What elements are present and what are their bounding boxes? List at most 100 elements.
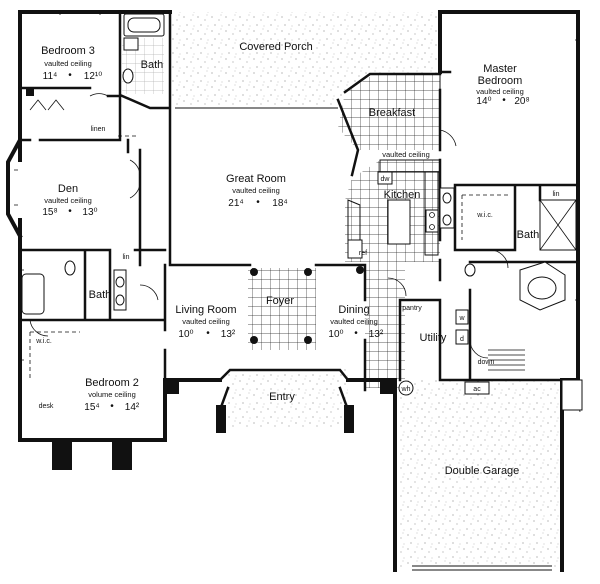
- master-shower-x: [539, 199, 577, 251]
- living-room-dim2: 13²: [221, 329, 236, 340]
- foyer-tile: [248, 268, 316, 350]
- double-garage-label: Double Garage: [445, 465, 520, 477]
- bedroom2-dim2: 14²: [125, 402, 140, 413]
- dining-dim2: 13²: [369, 329, 384, 340]
- den-ceiling: vaulted ceiling: [44, 196, 92, 205]
- great-room-dim1: 21⁴: [228, 198, 243, 209]
- door-master: [439, 129, 457, 147]
- column: [344, 405, 354, 433]
- door-utility: [469, 339, 489, 359]
- bath-top-label: Bath: [141, 59, 164, 71]
- washer: [455, 309, 469, 325]
- lin-master-label: lin: [552, 191, 559, 198]
- column: [250, 336, 258, 344]
- column: [250, 268, 258, 276]
- kitchen-island: [387, 199, 411, 245]
- dining-ceiling: vaulted ceiling: [330, 317, 378, 326]
- bedroom2-bullet: •: [110, 401, 114, 412]
- tub-left: [21, 273, 45, 315]
- master-tub-basin: [527, 276, 557, 300]
- kitchen-tile: [345, 160, 440, 388]
- vanity-top: [123, 37, 139, 51]
- pantry-label: pantry: [402, 305, 422, 312]
- stove-burner: [429, 212, 435, 218]
- column: [216, 405, 226, 433]
- dishwasher-box: [377, 171, 393, 185]
- column: [165, 380, 179, 394]
- bedroom3-bullet: •: [68, 70, 72, 81]
- bedroom3-ceiling: vaulted ceiling: [44, 59, 92, 68]
- great-room-bullet: •: [256, 197, 260, 208]
- master-bullet: •: [502, 95, 506, 106]
- kitchen-ceiling: vaulted ceiling: [382, 150, 430, 159]
- den-label: Den: [58, 183, 78, 195]
- down-label: down: [478, 359, 495, 366]
- utility-label: Utility: [420, 332, 447, 344]
- den-bullet: •: [68, 206, 72, 217]
- dryer-label: d: [460, 336, 464, 343]
- bedroom3-label: Bedroom 3: [41, 45, 95, 57]
- bedroom3-dim1: 11⁴: [43, 71, 58, 82]
- entry-floor: [228, 368, 348, 430]
- sink-left: [115, 276, 125, 288]
- kitchen-angled-walls: [336, 72, 442, 177]
- sink-left2: [115, 294, 125, 306]
- bedroom2-dim1: 15⁴: [84, 402, 99, 413]
- ac-label: ac: [473, 386, 481, 393]
- living-room-ceiling: vaulted ceiling: [182, 317, 230, 326]
- master-label-2: Bedroom: [478, 75, 523, 87]
- column: [52, 440, 72, 470]
- column: [304, 336, 312, 344]
- ac-unit: [464, 381, 490, 395]
- covered-porch-label: Covered Porch: [239, 41, 312, 53]
- dw-label: dw: [381, 176, 391, 183]
- wic-shelves: [29, 194, 508, 380]
- stove: [425, 209, 439, 233]
- living-room-dim1: 10⁰: [178, 329, 193, 340]
- master-dim2: 20⁸: [514, 96, 529, 107]
- wic-bed2-label: w.i.c.: [35, 338, 52, 345]
- master-toilet: [464, 263, 476, 277]
- interior-walls: [18, 10, 580, 392]
- wh-label: wh: [401, 386, 411, 393]
- fridge: [347, 239, 363, 259]
- garage-steps: [488, 349, 525, 371]
- door-bed2: [29, 319, 49, 337]
- living-room-label: Living Room: [175, 304, 236, 316]
- shower-top: [127, 17, 161, 33]
- windows: [14, 12, 578, 361]
- dryer: [455, 329, 469, 345]
- column: [112, 440, 132, 470]
- column: [304, 268, 312, 276]
- stove-burner: [429, 224, 435, 230]
- breakfast-tile: [338, 74, 440, 150]
- desk-label: desk: [39, 403, 54, 410]
- master-sink2: [442, 214, 452, 226]
- master-label-1: Master: [483, 63, 517, 75]
- great-room-ceiling: vaulted ceiling: [232, 186, 280, 195]
- door-bedroom3: [89, 93, 109, 97]
- great-room-dim2: 18⁴: [272, 198, 287, 209]
- master-ceiling: vaulted ceiling: [476, 87, 524, 96]
- dining-dim1: 10⁰: [328, 329, 343, 340]
- bedroom2-ceiling: volume ceiling: [88, 390, 136, 399]
- ref-label: ref: [359, 250, 367, 257]
- foyer-label: Foyer: [266, 295, 294, 307]
- kitchen-label: Kitchen: [384, 189, 421, 201]
- breakfast-label: Breakfast: [369, 107, 415, 119]
- bath-master-label: Bath: [517, 229, 540, 241]
- door-den: [129, 159, 141, 199]
- entry-label: Entry: [269, 391, 295, 403]
- garage-door: [412, 565, 552, 571]
- bedroom3-dim2: 12¹⁰: [84, 71, 102, 82]
- bath-left-label: Bath: [89, 289, 112, 301]
- wic-master-label: w.i.c.: [476, 212, 493, 219]
- master-sink: [442, 192, 452, 204]
- column: [356, 266, 364, 274]
- door-bath-master: [489, 249, 509, 269]
- garage-floor: [400, 380, 562, 570]
- bedroom2-closet-marks: [29, 99, 65, 111]
- bedroom2-label: Bedroom 2: [85, 377, 139, 389]
- door-bath-left: [139, 284, 159, 301]
